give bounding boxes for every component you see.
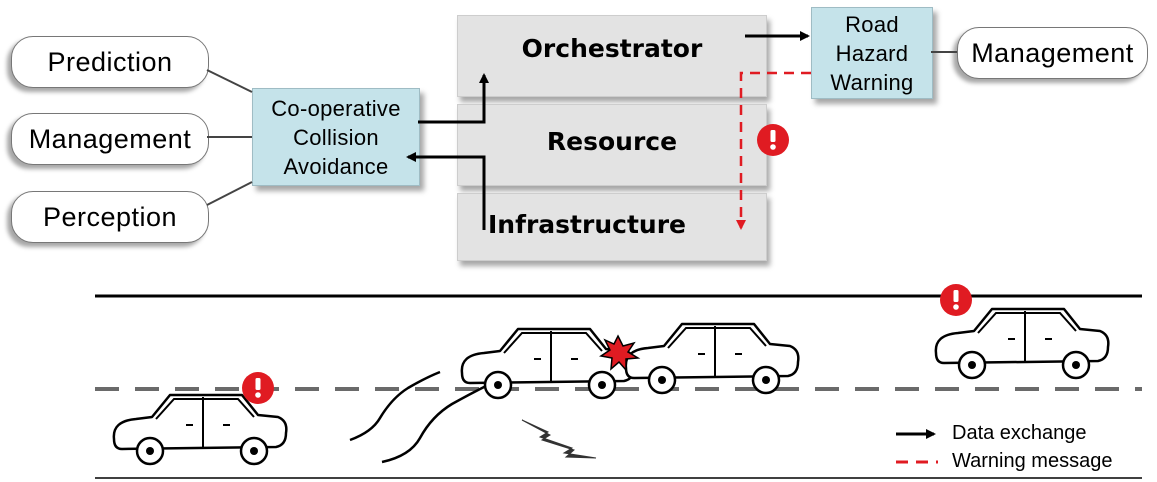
rhw-box: Road Hazard Warning	[811, 7, 933, 99]
collision-star-icon	[599, 334, 641, 372]
car-icon-crash-front	[624, 322, 800, 395]
management-right-label: Management	[971, 37, 1134, 68]
rhw-line-2: Hazard	[835, 40, 909, 66]
cca-line-2: Collision	[293, 124, 379, 150]
cca-line-3: Avoidance	[283, 153, 389, 179]
infrastructure-label: Infrastructure	[488, 210, 686, 239]
rhw-line-3: Warning	[830, 69, 914, 95]
legend-data-exchange-label: Data exchange	[952, 422, 1087, 444]
crack-icon	[521, 419, 597, 459]
warning-badge-icon-diagram	[757, 124, 789, 156]
arrow-infrastructure-to-cca	[406, 152, 486, 230]
skid-marks-icon-2	[381, 384, 487, 464]
arrow-cca-to-orchestrator	[418, 73, 489, 124]
legend-warning-message-label: Warning message	[952, 450, 1113, 472]
rhw-line-1: Road	[845, 11, 899, 37]
prediction-component: Prediction	[11, 36, 209, 88]
car-icon-left	[112, 393, 288, 466]
management-component-left: Management	[11, 113, 209, 165]
orchestrator-layer: Orchestrator	[457, 15, 767, 97]
cca-box: Co-operative Collision Avoidance	[252, 88, 420, 186]
warning-badge-icon-right-car	[940, 284, 972, 316]
management-left-label: Management	[28, 123, 192, 154]
resource-layer: Resource	[457, 104, 767, 186]
infrastructure-layer: Infrastructure	[457, 193, 767, 261]
perception-label: Perception	[42, 201, 178, 232]
orchestrator-label: Orchestrator	[521, 34, 703, 63]
car-icon-right	[934, 307, 1110, 380]
resource-label: Resource	[546, 127, 678, 156]
perception-component: Perception	[11, 191, 209, 243]
management-component-right: Management	[957, 27, 1148, 79]
connector-prediction	[206, 69, 253, 93]
prediction-label: Prediction	[47, 46, 173, 77]
cca-line-1: Co-operative	[271, 95, 401, 121]
warning-message-path	[736, 71, 811, 230]
skid-marks-icon	[349, 370, 441, 442]
connector-perception	[206, 181, 253, 206]
warning-badge-icon-left-car	[242, 372, 274, 404]
